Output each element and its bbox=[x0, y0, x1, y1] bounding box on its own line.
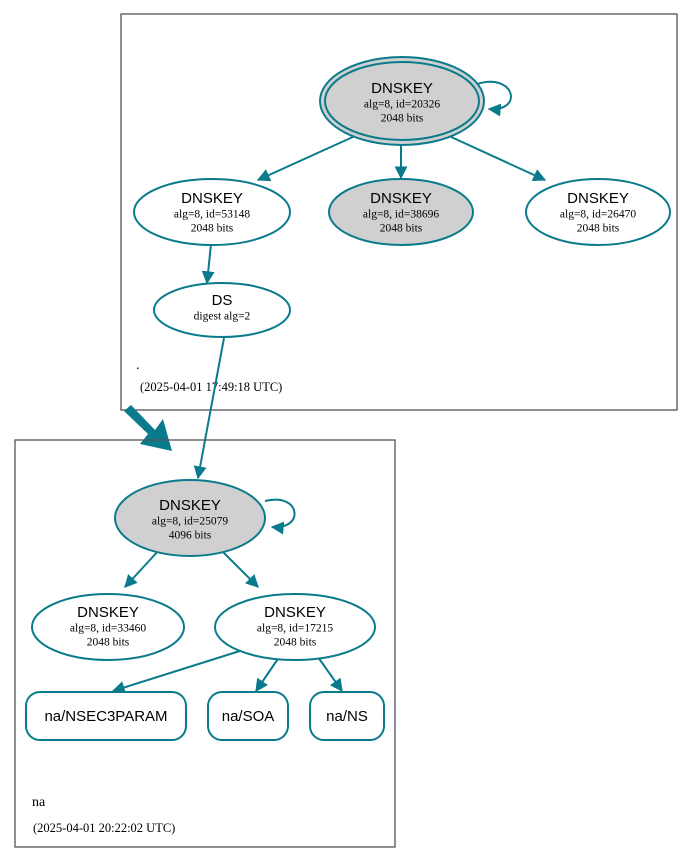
rrset-outline bbox=[207, 691, 289, 741]
node-outline bbox=[114, 479, 266, 557]
node-alg-id: alg=8, id=17215 bbox=[257, 623, 333, 635]
edge-ksk25079-self-sign bbox=[264, 498, 296, 535]
node-outline-inner bbox=[324, 61, 480, 141]
rrset-label: na/SOA bbox=[222, 708, 275, 725]
edge-ksk20326-to-zsk26470 bbox=[448, 135, 547, 182]
edge-ksk20326-to-zsk53148 bbox=[256, 135, 356, 182]
edge-ksk25079-to-zsk17215 bbox=[219, 548, 259, 588]
node-ds[interactable]: DS digest alg=2 bbox=[153, 282, 291, 338]
zone-cluster-root: DNSKEY alg=8, id=20326 2048 bits DNSKEY … bbox=[120, 13, 678, 411]
node-digest-alg: digest alg=2 bbox=[194, 311, 251, 323]
rrset-outline bbox=[25, 691, 187, 741]
edge-ksk25079-to-zsk33460 bbox=[124, 548, 161, 588]
rrset-label: na/NS bbox=[326, 708, 368, 725]
zone-box-root bbox=[120, 13, 678, 411]
node-dnskey-33460[interactable]: DNSKEY alg=8, id=33460 2048 bits bbox=[31, 593, 185, 661]
node-title: DNSKEY bbox=[264, 604, 326, 621]
node-keysize: 4096 bits bbox=[169, 530, 212, 542]
node-outline bbox=[153, 282, 291, 338]
node-title: DNSKEY bbox=[567, 190, 629, 207]
node-dnskey-53148[interactable]: DNSKEY alg=8, id=53148 2048 bits bbox=[133, 178, 291, 246]
zone-label-root: . bbox=[136, 358, 140, 373]
node-keysize: 2048 bits bbox=[274, 637, 317, 649]
node-outline bbox=[31, 593, 185, 661]
node-dnskey-26470[interactable]: DNSKEY alg=8, id=26470 2048 bits bbox=[525, 178, 671, 246]
rrset-ns[interactable]: na/NS bbox=[309, 691, 385, 741]
rrset-nsec3param[interactable]: na/NSEC3PARAM bbox=[25, 691, 187, 741]
edge-ksk20326-self-sign bbox=[476, 80, 512, 117]
node-dnskey-25079[interactable]: DNSKEY alg=8, id=25079 4096 bits bbox=[114, 479, 266, 557]
node-outline bbox=[133, 178, 291, 246]
node-dnskey-17215[interactable]: DNSKEY alg=8, id=17215 2048 bits bbox=[214, 593, 376, 661]
node-alg-id: alg=8, id=33460 bbox=[70, 623, 146, 635]
node-outline bbox=[328, 178, 474, 246]
node-alg-id: alg=8, id=25079 bbox=[152, 516, 228, 528]
node-title: DNSKEY bbox=[159, 497, 221, 514]
edge-zsk17215-to-nsec3param bbox=[111, 649, 244, 694]
node-title: DNSKEY bbox=[371, 80, 433, 97]
edge-ds-to-dnskey-25079 bbox=[193, 337, 225, 480]
node-alg-id: alg=8, id=26470 bbox=[560, 209, 636, 221]
node-outline bbox=[214, 593, 376, 661]
node-title: DNSKEY bbox=[370, 190, 432, 207]
zone-label-na: na bbox=[32, 795, 46, 810]
node-dnskey-20326[interactable]: DNSKEY alg=8, id=20326 2048 bits bbox=[319, 56, 485, 146]
node-outline bbox=[525, 178, 671, 246]
edge-zone-delegation-root-to-na bbox=[124, 405, 172, 451]
zone-timestamp-na: (2025-04-01 20:22:02 UTC) bbox=[33, 821, 175, 835]
rrset-outline bbox=[309, 691, 385, 741]
zone-box-na bbox=[14, 439, 396, 848]
node-alg-id: alg=8, id=38696 bbox=[363, 209, 439, 221]
node-keysize: 2048 bits bbox=[87, 637, 130, 649]
node-keysize: 2048 bits bbox=[577, 223, 620, 235]
node-alg-id: alg=8, id=20326 bbox=[364, 99, 440, 111]
node-title: DS bbox=[212, 292, 233, 309]
node-keysize: 2048 bits bbox=[380, 223, 423, 235]
zone-cluster-na: DNSKEY alg=8, id=25079 4096 bits DNSKEY … bbox=[14, 439, 396, 848]
node-keysize: 2048 bits bbox=[191, 223, 234, 235]
node-title: DNSKEY bbox=[77, 604, 139, 621]
rrset-soa[interactable]: na/SOA bbox=[207, 691, 289, 741]
node-alg-id: alg=8, id=53148 bbox=[174, 209, 250, 221]
node-dnskey-38696[interactable]: DNSKEY alg=8, id=38696 2048 bits bbox=[328, 178, 474, 246]
node-keysize: 2048 bits bbox=[381, 113, 424, 125]
zone-timestamp-root: (2025-04-01 17:49:18 UTC) bbox=[140, 380, 282, 394]
node-title: DNSKEY bbox=[181, 190, 243, 207]
edge-zsk53148-to-ds bbox=[201, 243, 215, 285]
rrset-label: na/NSEC3PARAM bbox=[44, 708, 167, 725]
